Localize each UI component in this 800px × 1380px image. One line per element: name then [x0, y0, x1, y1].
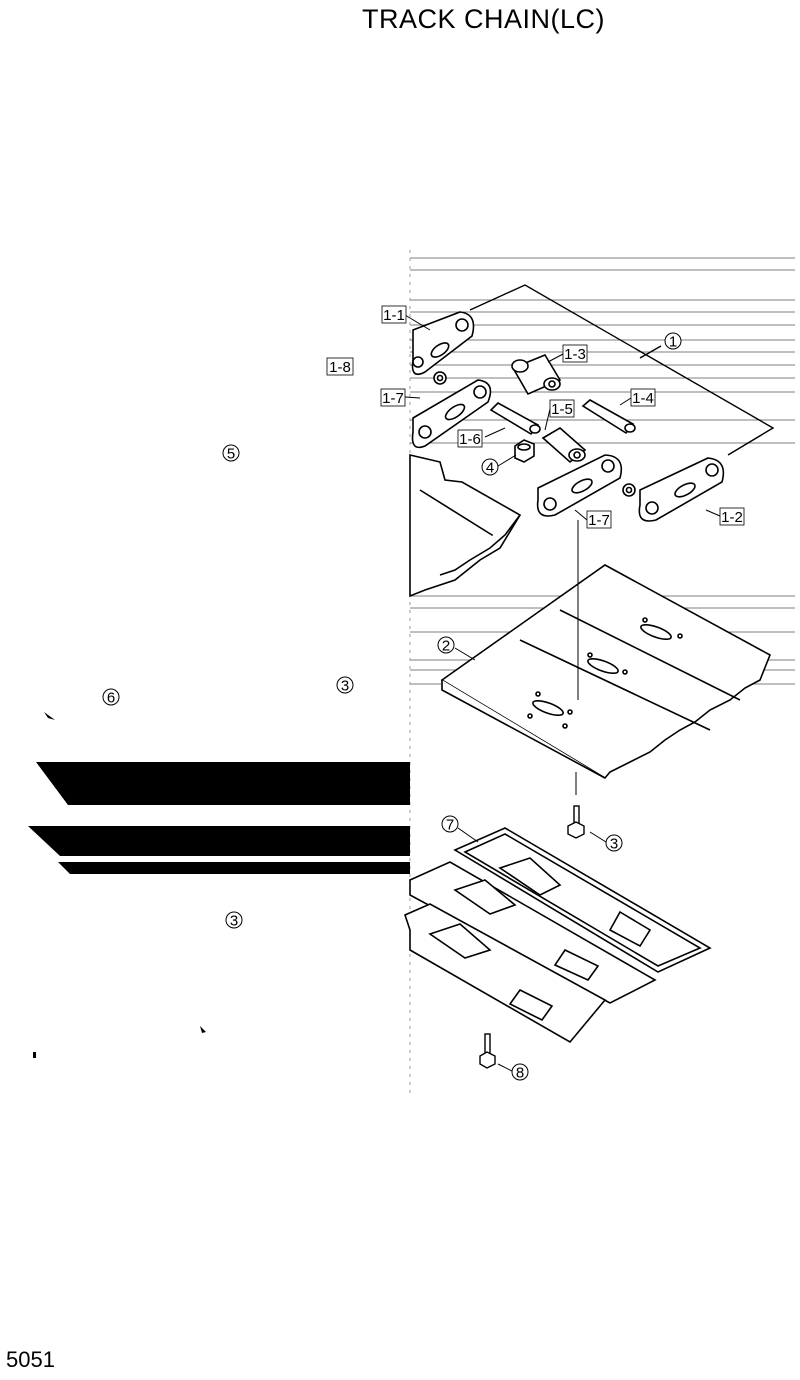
page-number: 5051: [6, 1347, 55, 1372]
callout-8: 8: [511, 1063, 529, 1082]
bushing-1-3: [511, 354, 562, 396]
label-1-2: 1-2: [719, 507, 745, 526]
track-shoe-2: [440, 564, 772, 780]
label-1-7-lower: 1-7: [586, 510, 612, 529]
bushing-1-5: [541, 427, 587, 464]
svg-text:1-7: 1-7: [588, 512, 610, 529]
link-1-7-upper: [411, 379, 492, 449]
label-1-8: 1-8: [326, 357, 354, 376]
label-1-7-upper: 1-7: [380, 388, 406, 407]
assembly-bracket: [469, 284, 775, 456]
page-title: TRACK CHAIN(LC): [362, 4, 606, 34]
svg-text:1-3: 1-3: [564, 346, 586, 363]
callout-3-left-mid: 3: [336, 676, 354, 695]
callout-5: 5: [222, 444, 240, 463]
svg-text:1-2: 1-2: [721, 509, 743, 526]
label-1-6: 1-6: [457, 429, 483, 448]
callout-3-left-low: 3: [225, 911, 243, 930]
callout-1: 1: [664, 332, 682, 351]
callout-6: 6: [102, 688, 120, 707]
label-1-5: 1-5: [549, 399, 575, 418]
pin-1-6: [489, 402, 541, 436]
nut-4: [514, 439, 535, 463]
svg-text:3: 3: [341, 678, 349, 695]
svg-text:1-1: 1-1: [383, 307, 405, 324]
callout-4: 4: [481, 458, 499, 477]
svg-text:1-6: 1-6: [459, 431, 481, 448]
svg-text:1-5: 1-5: [551, 401, 573, 418]
svg-text:3: 3: [230, 913, 238, 930]
svg-text:1: 1: [669, 334, 677, 351]
rubber-pad-7: [404, 827, 712, 1044]
bolt-8: [479, 1033, 496, 1069]
label-1-4: 1-4: [630, 388, 656, 407]
callout-3-bolt: 3: [605, 834, 623, 853]
scan-artifact-bars: [28, 712, 410, 1058]
bolt-3: [567, 805, 585, 839]
shoe-partial: [409, 453, 522, 598]
label-1-1: 1-1: [381, 305, 407, 324]
label-1-3: 1-3: [562, 344, 588, 363]
svg-text:2: 2: [442, 638, 450, 655]
svg-text:1-8: 1-8: [329, 359, 351, 376]
pin-1-4: [581, 399, 636, 435]
svg-text:5: 5: [227, 446, 235, 463]
callout-2: 2: [437, 636, 455, 655]
link-1-7-lower: [536, 454, 623, 517]
link-1-1: [411, 311, 475, 376]
link-1-2: [638, 457, 725, 522]
svg-text:1-4: 1-4: [632, 390, 654, 407]
assembly-guides: [575, 520, 579, 795]
seal-ring-lower: [622, 483, 636, 497]
svg-text:1-7: 1-7: [382, 390, 404, 407]
svg-text:3: 3: [610, 836, 618, 853]
svg-text:8: 8: [516, 1065, 524, 1082]
svg-text:7: 7: [446, 817, 454, 834]
callout-7: 7: [441, 815, 459, 834]
leader-lines: [404, 314, 721, 1072]
svg-text:6: 6: [107, 690, 115, 707]
svg-text:4: 4: [486, 460, 494, 477]
seal-ring-upper: [433, 371, 447, 385]
